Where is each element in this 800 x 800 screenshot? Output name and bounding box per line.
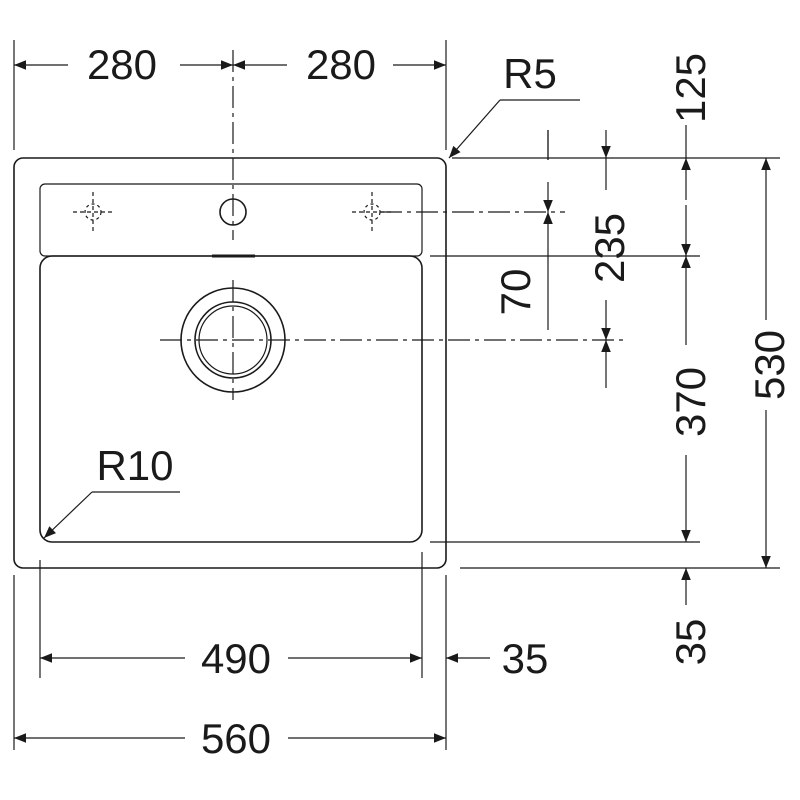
dim-rim-bottom: 35 — [667, 619, 714, 666]
dim-bottom-total: 560 — [14, 715, 446, 762]
sink-outer-rim — [13, 157, 447, 569]
dim-rim-right: 35 — [502, 635, 549, 682]
sink-bowl — [39, 255, 423, 543]
dim-vertical-chain: 125 370 35 — [667, 53, 714, 665]
dim-total-depth: 530 — [746, 330, 793, 400]
dim-radius-bowl: R10 — [43, 442, 180, 539]
center-lines — [160, 50, 625, 400]
extension-lines — [13, 40, 780, 750]
dim-vertical-70: 70 — [492, 130, 553, 330]
dim-bowl-depth: 370 — [667, 367, 714, 437]
dim-radius-outer: R5 — [448, 50, 580, 159]
dim-top-to-tap: 125 — [667, 53, 714, 123]
dim-vertical-530: 530 — [746, 158, 793, 568]
dim-tap-to-drain: 235 — [586, 213, 633, 283]
dim-top-left-width: 280 — [87, 41, 157, 88]
dim-bottom-bowl: 490 35 — [40, 635, 548, 682]
dim-top-right-width: 280 — [306, 41, 376, 88]
dim-r10-label: R10 — [96, 442, 173, 489]
dim-r5-label: R5 — [503, 50, 557, 97]
dim-top-widths: 280 280 — [14, 41, 446, 88]
dim-vertical-235: 235 — [586, 130, 633, 388]
dim-total-width: 560 — [201, 715, 271, 762]
tap-deck — [39, 183, 423, 257]
dim-tap-row-to-drain: 70 — [492, 269, 539, 316]
sink-outline — [13, 157, 447, 569]
dim-bowl-width: 490 — [201, 635, 271, 682]
tap-hole-left-icon — [73, 192, 113, 232]
